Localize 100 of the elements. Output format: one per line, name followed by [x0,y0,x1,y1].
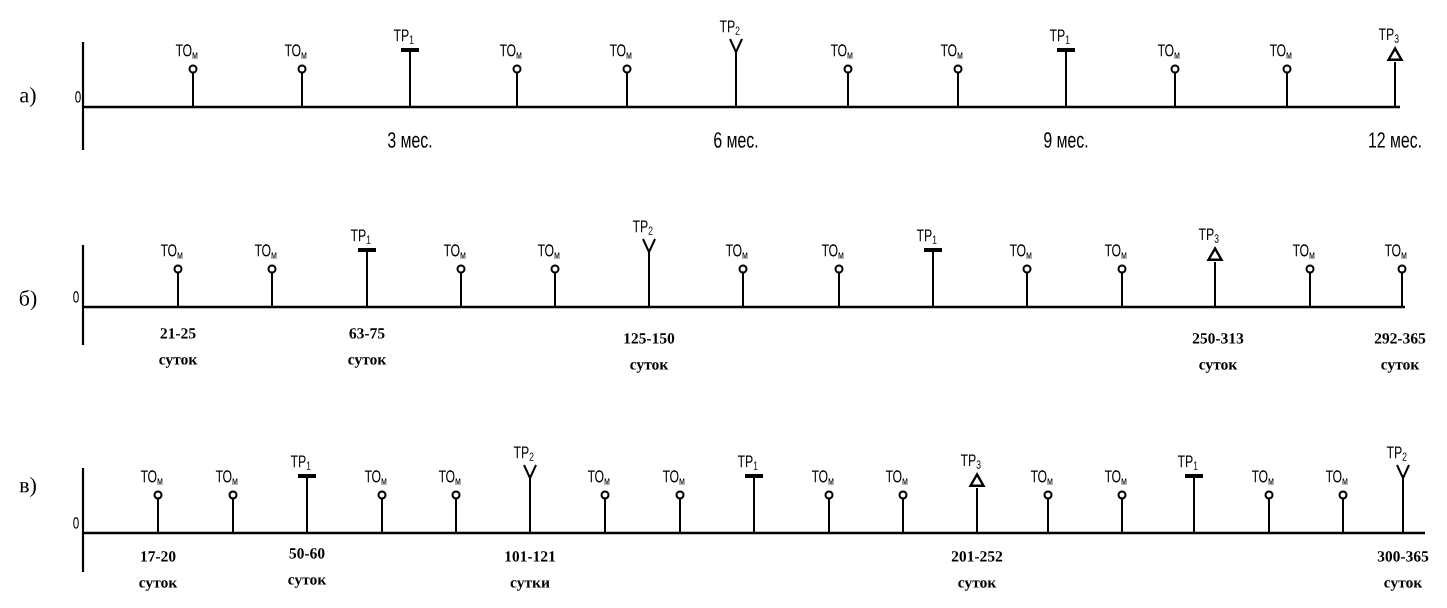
maintenance-marker [622,64,632,108]
marker-label: ТР$_{1}$ [393,29,414,44]
interval-label: 101-121 сутки [505,551,556,591]
marker-label: ТО$_{м}$ [821,244,844,259]
maintenance-marker [675,490,685,534]
maintenance-marker [153,490,163,534]
marker-label: ТО$_{м}$ [811,470,834,485]
marker-label: ТО$_{м}$ [1009,244,1032,259]
origin-label: 0 [73,291,79,303]
marker-label: ТО$_{м}$ [1030,470,1053,485]
maintenance-marker [824,490,834,534]
maintenance-marker [898,490,908,534]
maintenance-marker [523,464,537,534]
interval-label: 17-20 суток [139,551,178,591]
marker-label: ТР$_{2}$ [1386,446,1407,461]
tick-label: 3 мес. [388,132,432,148]
maintenance-marker [298,474,316,534]
tick-label: 9 мес. [1044,132,1088,148]
panel-label: а) [20,87,36,107]
interval-label: 125-150 суток [624,333,675,373]
marker-label: ТО$_{м}$ [175,44,198,59]
maintenance-marker [188,64,198,108]
marker-label: ТР$_{1}$ [290,455,311,470]
origin-label: 0 [75,91,81,103]
maintenance-marker [401,48,419,108]
marker-label: ТО$_{м}$ [1292,244,1315,259]
marker-label: ТР$_{3}$ [1198,228,1219,243]
origin-label: 0 [73,517,79,529]
maintenance-marker [1397,264,1407,308]
panel-label: б) [19,289,37,311]
maintenance-marker [1185,474,1203,534]
maintenance-marker [1338,490,1348,534]
marker-label: ТО$_{м}$ [940,44,963,59]
maintenance-marker [1305,264,1315,308]
marker-label: ТО$_{м}$ [364,470,387,485]
tick-label: 6 мес. [714,132,758,148]
marker-label: ТР$_{2}$ [719,20,740,35]
marker-label: ТО$_{м}$ [662,470,685,485]
maintenance-marker [1057,48,1075,108]
maintenance-marker [953,64,963,108]
marker-label: ТО$_{м}$ [1104,470,1127,485]
marker-label: ТО$_{м}$ [1104,244,1127,259]
maintenance-marker [1396,464,1410,534]
interval-label: 300-365 суток [1377,551,1429,591]
interval-label: 50-60 суток [288,548,327,588]
marker-label: ТО$_{м}$ [443,244,466,259]
marker-label: ТО$_{м}$ [1325,470,1348,485]
marker-label: ТО$_{м}$ [160,244,183,259]
marker-label: ТО$_{м}$ [1384,244,1407,259]
marker-label: ТР$_{1}$ [1177,455,1198,470]
marker-label: ТР$_{3}$ [1378,28,1399,43]
marker-label: ТО$_{м}$ [725,244,748,259]
maintenance-marker [1264,490,1274,534]
tick-label: 12 мес. [1369,132,1421,148]
maintenance-marker [456,264,466,308]
maintenance-marker [738,264,748,308]
maintenance-marker [600,490,610,534]
panel-label: в) [19,477,36,497]
marker-label: ТО$_{м}$ [609,44,632,59]
marker-label: ТО$_{м}$ [1251,470,1274,485]
interval-label: 201-252 суток [951,551,1003,591]
maintenance-marker [550,264,560,308]
marker-label: ТО$_{м}$ [1269,44,1292,59]
maintenance-marker [451,490,461,534]
marker-label: ТР$_{1}$ [1049,29,1070,44]
marker-label: ТО$_{м}$ [885,470,908,485]
maintenance-marker [512,64,522,108]
marker-label: ТО$_{м}$ [587,470,610,485]
marker-label: ТО$_{м}$ [284,44,307,59]
marker-label: ТР$_{1}$ [916,229,937,244]
marker-label: ТО$_{м}$ [438,470,461,485]
interval-label: 250-313 суток [1192,333,1244,373]
marker-label: ТР$_{2}$ [632,220,653,235]
maintenance-marker [1282,64,1292,108]
maintenance-marker [358,248,376,308]
marker-label: ТР$_{1}$ [350,229,371,244]
marker-label: ТР$_{2}$ [513,446,534,461]
marker-label: ТР$_{1}$ [737,455,758,470]
marker-label: ТО$_{м}$ [1157,44,1180,59]
maintenance-marker [1117,490,1127,534]
marker-label: ТО$_{м}$ [215,470,238,485]
maintenance-marker [1117,264,1127,308]
interval-label: 292-365 суток [1374,333,1426,373]
maintenance-marker [297,64,307,108]
interval-label: 21-25 суток [159,328,198,368]
maintenance-marker [834,264,844,308]
maintenance-marker [1170,64,1180,108]
maintenance-marker [642,238,656,308]
maintenance-marker [843,64,853,108]
marker-label: ТО$_{м}$ [254,244,277,259]
maintenance-marker [924,248,942,308]
maintenance-marker [729,38,743,108]
maintenance-marker [1043,490,1053,534]
maintenance-marker [267,264,277,308]
marker-label: ТР$_{3}$ [960,454,981,469]
marker-label: ТО$_{м}$ [499,44,522,59]
marker-label: ТО$_{м}$ [140,470,163,485]
interval-label: 63-75 суток [348,328,387,368]
maintenance-marker [1022,264,1032,308]
maintenance-marker [377,490,387,534]
